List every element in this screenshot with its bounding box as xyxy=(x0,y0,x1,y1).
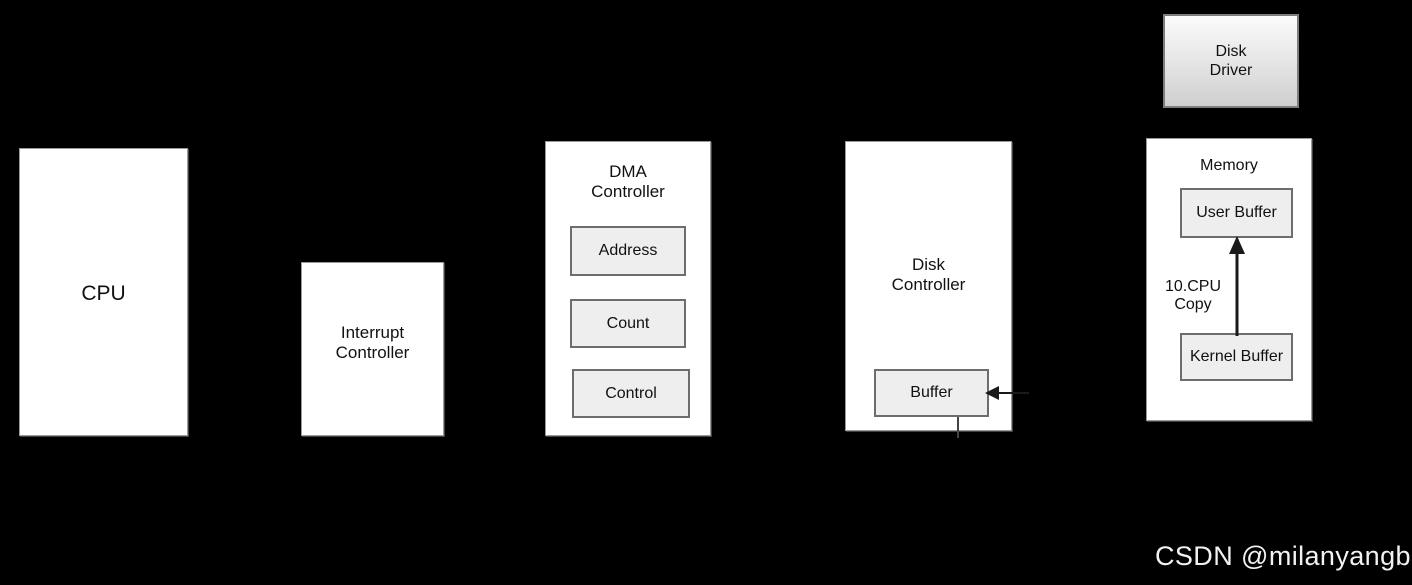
into-disk-buffer-arrow xyxy=(985,386,1029,400)
node-dma-controller-label: DMA Controller xyxy=(591,162,665,202)
node-cpu: CPU xyxy=(19,148,188,436)
memory-user-buffer: User Buffer xyxy=(1180,188,1293,238)
dma-register-address: Address xyxy=(570,226,686,276)
node-disk-driver: Disk Driver xyxy=(1163,14,1299,108)
node-disk-controller: Disk Controller xyxy=(845,141,1012,431)
disk-buffer-down-line xyxy=(957,417,959,438)
watermark-text: CSDN @milanyangbo xyxy=(1155,541,1412,571)
node-cpu-label: CPU xyxy=(81,282,126,305)
disk-controller-buffer: Buffer xyxy=(874,369,989,417)
node-interrupt-controller-label: Interrupt Controller xyxy=(335,323,410,363)
node-interrupt-controller: Interrupt Controller xyxy=(301,262,444,436)
dma-register-count: Count xyxy=(570,299,686,348)
dma-register-control: Control xyxy=(572,369,690,418)
memory-kernel-buffer: Kernel Buffer xyxy=(1180,333,1293,381)
node-disk-controller-label: Disk Controller xyxy=(891,255,966,295)
cpu-copy-arrow xyxy=(1229,236,1245,336)
node-memory-label: Memory xyxy=(1200,157,1258,174)
cpu-copy-label: 10.CPU Copy xyxy=(1164,278,1222,313)
